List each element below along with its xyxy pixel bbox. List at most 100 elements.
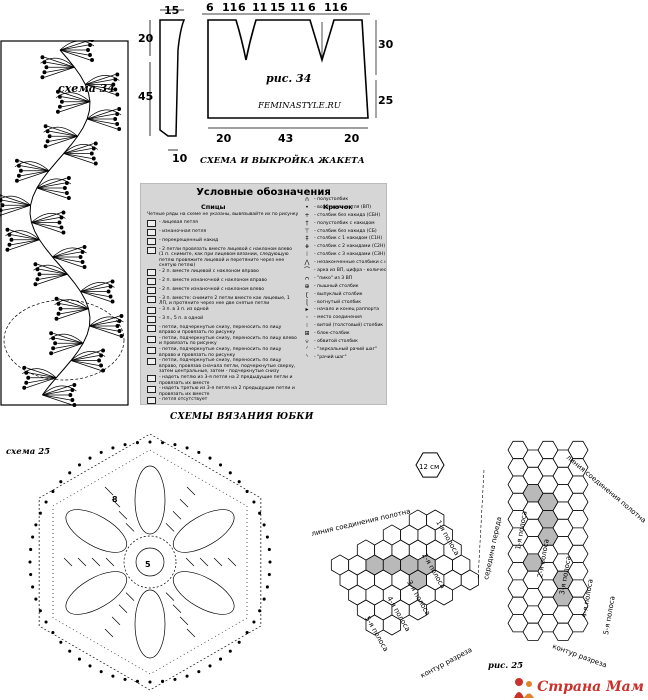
legend-knit-item: - петли, подчеркнутые снизу, переносить … xyxy=(147,347,297,358)
sleeve-dim-bottom: 10 xyxy=(172,152,188,165)
legend-crochet-text: - вогнутый столбик xyxy=(314,299,362,305)
picot-dot xyxy=(86,48,90,52)
legend-knit-text: - 2 п. вместе изнаночной с наклоном влев… xyxy=(159,286,264,292)
legend-knit-text: - лицевая петля xyxy=(159,220,198,225)
picot-dot xyxy=(43,144,48,149)
edge-dot xyxy=(34,523,38,527)
site-label: FEMINASTYLE.RU xyxy=(257,101,342,111)
picot-dot xyxy=(49,331,54,336)
symbols-legend: Условные обозначения Спицы Крючок Четные… xyxy=(140,183,387,405)
stitch-mark xyxy=(36,182,65,189)
stitch-mark xyxy=(89,325,120,337)
legend-knit-text: - 3 п. в 3 п. из одной xyxy=(159,306,209,312)
legend-crochet-item: ɽ- выпуклый столбик xyxy=(303,291,383,300)
stitch-mark xyxy=(59,49,89,56)
stitch-mark xyxy=(104,628,114,638)
edge-dot xyxy=(252,500,256,504)
picot-dot xyxy=(61,210,66,215)
chain-arc xyxy=(0,195,31,206)
legend-knit-text: - 3 п. вместе: снимите 2 петли вместе ка… xyxy=(159,295,290,307)
stitch-mark xyxy=(18,170,50,182)
picot-dot xyxy=(88,53,92,57)
chain-arc xyxy=(36,178,72,189)
legend-crochet-item: ‡- столбик с 1 накидом (С1Н) xyxy=(303,236,383,244)
legend-knit-text: - 2 петли провязать вместе лицевой с нак… xyxy=(159,246,293,269)
legend-crochet-text: - арка из ВП, цифра - количество ВП xyxy=(314,268,387,274)
edge-dot xyxy=(29,547,33,552)
stitch-mark xyxy=(55,342,84,349)
stitch-mark xyxy=(31,222,62,233)
edge-dot xyxy=(228,649,232,653)
edge-dot xyxy=(262,597,266,601)
motif-inner-edge xyxy=(52,449,248,675)
motif-center-ring xyxy=(123,535,177,589)
petal xyxy=(65,509,128,553)
stitch-mark xyxy=(185,557,195,567)
picot-dot xyxy=(113,117,118,121)
legend-knit-item: - изнаночная петля xyxy=(147,228,297,238)
picot-dot xyxy=(117,127,122,131)
edge-dot xyxy=(268,560,272,564)
picot-dot xyxy=(15,178,19,183)
picot-dot xyxy=(97,358,101,363)
stitch-mark xyxy=(52,256,83,268)
body-dim-top-5: 15 xyxy=(270,1,285,14)
crochet-symbol-icon: + xyxy=(304,211,310,219)
picot-dot xyxy=(57,220,62,225)
legend-crochet-item: ∩- полустолбик xyxy=(303,197,383,205)
legend-note: Четные ряды на схеме не указаны, вывязыв… xyxy=(147,212,299,217)
knit-symbol-icon xyxy=(147,324,156,332)
crochet-symbol-icon: ᐟ xyxy=(305,345,309,353)
legend-title: Условные обозначения xyxy=(196,187,331,198)
picot-dot xyxy=(106,289,111,294)
edge-dot xyxy=(252,620,256,624)
legend-crochet-item: ᐟ- "зеркальный рачий шаг" xyxy=(303,347,383,355)
crochet-symbol-icon: ⦚ xyxy=(306,251,308,259)
body-dim-bottom-1: 20 xyxy=(216,132,232,145)
picot-dot xyxy=(113,87,118,92)
legend-knit-item: - петли, подчеркнутые снизу, переносить … xyxy=(147,324,297,336)
chain-arc xyxy=(86,109,122,120)
legend-knit-text: - 2 п. вместе изнаночной с наклоном впра… xyxy=(159,277,267,283)
stitch-mark xyxy=(80,286,109,292)
picot-dot xyxy=(82,265,87,269)
picot-dot xyxy=(24,380,29,385)
picot-dot xyxy=(90,58,94,62)
legend-knit-item: - 2 петли провязать вместе лицевой с нак… xyxy=(147,246,297,269)
legend-crochet-item: ⌒- арка из ВП, цифра - количество ВП xyxy=(303,268,386,276)
crochet-symbol-icon: ⊞ xyxy=(304,330,310,338)
crochet-symbol-icon: ▸ xyxy=(305,306,309,314)
chain-arc xyxy=(48,333,84,344)
knit-symbol-icon xyxy=(147,295,156,303)
stitch-mark xyxy=(186,486,196,496)
stitch-mark xyxy=(63,153,94,164)
stitch-mark xyxy=(46,61,75,68)
stitch-mark xyxy=(2,204,31,211)
legend-crochet-text: - полустолбик xyxy=(314,197,349,202)
legend-knit-item: - петля отсутствует xyxy=(147,397,297,404)
stitch-mark xyxy=(70,360,100,366)
body-dim-right-1: 30 xyxy=(378,38,394,51)
legend-crochet-item: ⊤- столбик без накида (СБ) xyxy=(303,228,383,237)
edge-dot xyxy=(267,572,271,577)
legend-knit-text: - петли, подчеркнутые снизу, переносить … xyxy=(159,324,282,336)
edge-dot xyxy=(99,450,103,454)
picot-dot xyxy=(55,109,60,114)
picot-dot xyxy=(5,247,10,252)
stitch-mark xyxy=(105,557,115,567)
picot-dot xyxy=(72,383,77,387)
watermark-text: Страна Мам xyxy=(537,679,644,695)
edge-dot xyxy=(34,597,38,601)
motif-label-8: 8 xyxy=(112,495,118,504)
edge-dot xyxy=(59,640,63,644)
legend-crochet-text: - "рачий шаг" xyxy=(314,354,347,360)
body-dim-bottom-3: 20 xyxy=(344,132,360,145)
knit-symbol-icon xyxy=(147,335,156,343)
legend-knit-item: - 2 п. вместе изнаночной с наклоном влев… xyxy=(147,286,297,296)
picot-dot xyxy=(70,398,75,402)
stitch-mark xyxy=(55,337,84,344)
hexagon-size-icon xyxy=(415,452,445,478)
legend-crochet-text: - столбик с 2 накидами (С2Н) xyxy=(314,244,386,250)
legend-knit-text: - надеть петлю из 3-я петля на 2 предыду… xyxy=(159,375,293,386)
stitch-mark xyxy=(104,486,114,496)
